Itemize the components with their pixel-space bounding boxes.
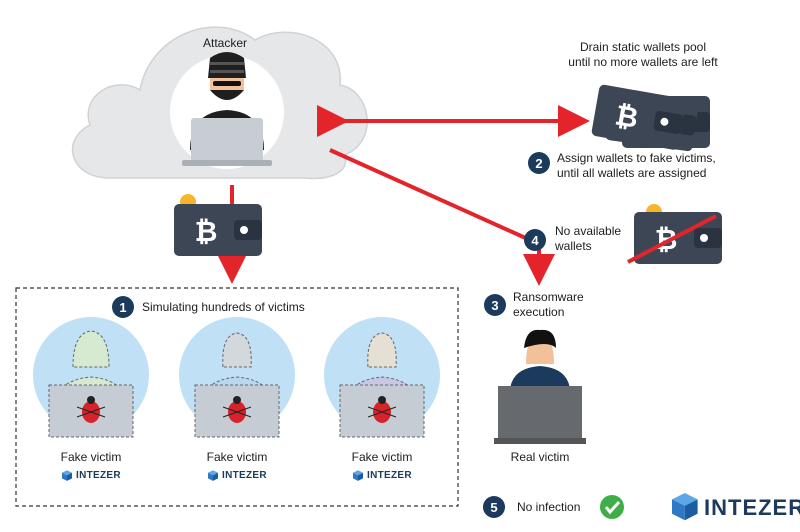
intezer-cube-icon: [672, 493, 698, 521]
real-victim-label: Real victim: [510, 450, 570, 464]
bug-icon: [367, 396, 397, 423]
bitcoin-wallet-icon: [174, 194, 262, 256]
bug-icon: [222, 396, 252, 423]
intezer-brand-3: INTEZER: [353, 470, 412, 481]
laptop-icon: [498, 386, 582, 440]
bug-icon: [76, 396, 106, 423]
step-3-number: 3: [491, 298, 498, 313]
drain-line-1: Drain static wallets pool: [579, 40, 707, 54]
step-3-line-2: execution: [513, 305, 565, 319]
step-1-text: Simulating hundreds of victims: [142, 300, 305, 314]
fake-victim-2-label: Fake victim: [206, 450, 268, 464]
intezer-cube-icon: [353, 470, 363, 481]
brand-text: INTEZER: [76, 470, 121, 481]
step-5-number: 5: [490, 500, 497, 515]
step-4-line-1: No available: [555, 224, 622, 238]
attacker-label: Attacker: [203, 36, 248, 50]
brand-text: INTEZER: [222, 470, 267, 481]
brand-text: INTEZER: [367, 470, 412, 481]
no-wallet-icon: [627, 204, 722, 264]
drain-label: Drain static wallets pool until no more …: [558, 40, 728, 70]
wallet-pool-icon: [590, 84, 710, 152]
step-4-line-2: wallets: [555, 239, 592, 253]
step-2-text: Assign wallets to fake victims, until al…: [557, 151, 716, 181]
brand-footer-text: INTEZER: [704, 495, 800, 520]
step-2-number: 2: [535, 156, 542, 171]
step-4-number: 4: [531, 233, 539, 248]
intezer-brand-2: INTEZER: [208, 470, 267, 481]
intezer-footer-brand: INTEZER: [704, 495, 800, 521]
drain-line-2: until no more wallets are left: [568, 55, 718, 69]
intezer-cube-icon: [208, 470, 218, 481]
step-5-text: No infection: [517, 500, 581, 514]
step-3-line-1: Ransomware: [513, 290, 584, 304]
step-2-line-2: until all wallets are assigned: [557, 166, 707, 180]
step-4-text: No available wallets: [555, 224, 621, 254]
fake-victim-1-label: Fake victim: [60, 450, 122, 464]
step-badges: 1 2 3 4 5: [112, 152, 550, 518]
hacker-icon: [170, 52, 284, 169]
real-victim-icon: [494, 329, 586, 444]
fake-victim-1: [33, 317, 149, 438]
step-1-number: 1: [119, 300, 126, 315]
intezer-cube-icon: [62, 470, 72, 481]
fake-victim-3: [324, 317, 440, 438]
step-3-text: Ransomware execution: [513, 290, 584, 320]
simulation-box: [15, 287, 459, 507]
intezer-brand-1: INTEZER: [62, 470, 121, 481]
check-icon: [600, 495, 624, 519]
fake-victim-3-label: Fake victim: [351, 450, 413, 464]
step-2-line-1: Assign wallets to fake victims,: [557, 151, 716, 165]
fake-victim-2: [179, 317, 295, 438]
